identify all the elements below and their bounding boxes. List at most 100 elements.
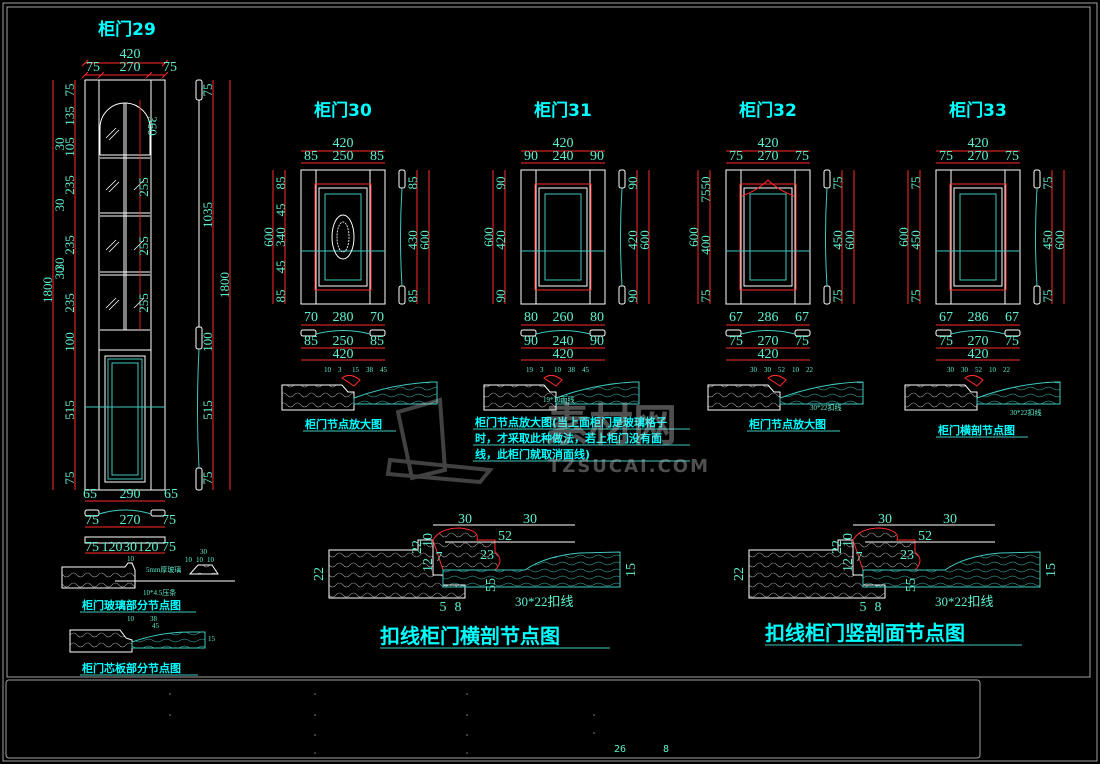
dim: 22 (830, 540, 845, 554)
molding-profile (767, 374, 787, 387)
section-profile (794, 329, 811, 337)
dim: 5 (860, 600, 867, 615)
dim: 1800 (217, 272, 232, 298)
dim: 67 (1005, 310, 1019, 325)
dim: 80 (590, 310, 604, 325)
dim: 67 (729, 310, 743, 325)
dim: 260 (553, 310, 574, 325)
dim: 286 (758, 310, 779, 325)
dim: 19 (526, 366, 534, 374)
dim: 270 (758, 334, 779, 349)
big-v-caption: 扣线柜门竖剖面节点图 (765, 621, 965, 645)
dim: 255 (136, 236, 151, 256)
door-29: 柜门29 420 75 270 75 (40, 19, 232, 555)
door-outline (520, 169, 606, 305)
dim: 30 (52, 138, 67, 151)
dim: 10 (196, 556, 204, 564)
dim: 22 (1003, 366, 1011, 374)
dim: 45 (273, 204, 288, 217)
dim: 450 (830, 230, 845, 250)
dim: 30 (123, 540, 137, 555)
dim: 255 (136, 177, 151, 197)
panel-frame (743, 187, 793, 287)
dim: 420 (120, 47, 141, 62)
dim: 45 (273, 261, 288, 274)
dim: 420 (968, 347, 989, 362)
dim: 255 (136, 293, 151, 313)
dim: 3 (338, 366, 342, 374)
section-profile (520, 329, 537, 337)
arch-crown (741, 179, 795, 197)
dim: 22 (806, 366, 814, 374)
dim: 75 (162, 513, 176, 528)
dim: 75 (1040, 177, 1055, 190)
dim: 75 (163, 60, 177, 75)
watermark-site: TZSUCAI.COM (548, 456, 710, 477)
dim: 85 (405, 290, 420, 303)
panel (324, 193, 362, 281)
dim: 270 (968, 149, 989, 164)
dim: 85 (370, 334, 384, 349)
dim: 7 (856, 550, 863, 565)
dim: 90 (524, 334, 538, 349)
dim: 45 (380, 366, 388, 374)
dim: 30 (200, 548, 208, 556)
side-panel (400, 187, 403, 287)
dim: 600 (637, 230, 652, 250)
dim: 290 (120, 487, 141, 502)
frame-profile (904, 384, 978, 411)
dim: 15 (624, 563, 639, 577)
core-detail-caption: 柜门芯板部分节点图 (81, 661, 181, 675)
dim: 75 (795, 334, 809, 349)
dim: 12 (421, 558, 436, 572)
dim: 15 (208, 635, 216, 643)
molding (314, 183, 372, 291)
dim: 30 (523, 512, 537, 527)
section-profile (369, 329, 386, 337)
molding (739, 183, 797, 291)
dim: 67 (939, 310, 953, 325)
dim: 8 (455, 600, 462, 615)
d30-caption: 柜门节点放大图 (304, 417, 382, 431)
dim: 120 (102, 540, 123, 555)
dim: 600 (261, 227, 276, 247)
dim: 1035 (200, 202, 215, 228)
dim: 235 (62, 293, 77, 313)
dim: 10 (185, 556, 193, 564)
carving-ornament (336, 221, 350, 253)
dim: 30 (947, 366, 955, 374)
dim: 50 (698, 177, 713, 190)
dim: 360 (145, 116, 160, 136)
dim: 38 (568, 366, 576, 374)
dim: 270 (120, 513, 141, 528)
molding-profile (543, 374, 563, 387)
big-h-caption: 扣线柜门横剖节点图 (380, 624, 560, 648)
watermark-logo-icon (385, 397, 494, 485)
section-panel (740, 330, 796, 335)
dim: 600 (842, 230, 857, 250)
glass-detail-caption: 柜门玻璃部分节点图 (81, 598, 181, 612)
door-30-title: 柜门30 (314, 100, 372, 121)
dim: 12 (841, 558, 856, 572)
dim: 5 (440, 600, 447, 615)
panel-frame (538, 187, 588, 287)
dim: 85 (273, 177, 288, 190)
dim: 75 (62, 472, 77, 485)
door-33-title: 柜门33 (949, 100, 1007, 121)
note: 5mm厚玻璃 (146, 565, 181, 574)
dim: 90 (524, 149, 538, 164)
door-29-title: 柜门29 (98, 19, 156, 40)
dim: 90 (493, 290, 508, 303)
dim: 15 (352, 366, 360, 374)
side-panel (1035, 187, 1038, 287)
panel-profile (353, 381, 438, 405)
molding (534, 183, 592, 291)
dim: 22 (312, 567, 327, 581)
dim: 400 (698, 235, 713, 255)
